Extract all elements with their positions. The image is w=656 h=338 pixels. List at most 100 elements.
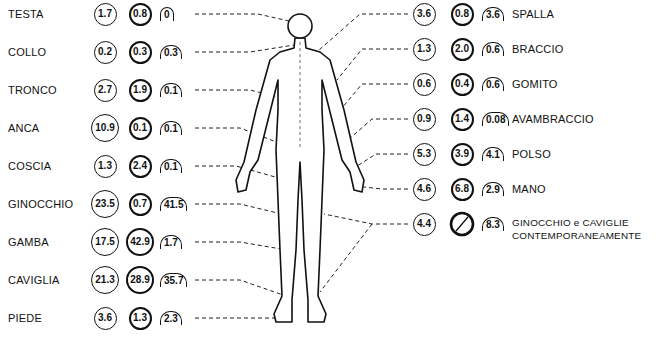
body-part-name: PIEDE	[8, 312, 42, 325]
body-part-name: COSCIA	[8, 160, 51, 173]
percent-value: 2.3	[160, 311, 182, 325]
bold-value-circle: 28.9	[126, 266, 154, 294]
value-circle: 0.6	[413, 73, 436, 96]
bold-value-circle: 2.0	[451, 38, 474, 61]
body-part-name: GINOCCHIO	[8, 198, 73, 211]
leader-line	[195, 318, 278, 319]
percent-value: 0.3	[160, 45, 182, 59]
bold-value-circle: 0.4	[451, 73, 474, 96]
body-part-name: TESTA	[8, 8, 44, 21]
value-number: 23.5	[95, 199, 114, 209]
value-number: 1.4	[455, 114, 469, 124]
leader-line	[324, 214, 408, 224]
value-circle: 23.5	[91, 190, 119, 218]
percent-value: 41.5	[160, 197, 187, 211]
value-circle: 0.2	[94, 41, 117, 64]
body-part-name: COLLO	[8, 46, 46, 59]
leader-line	[195, 128, 284, 145]
empty-circle	[451, 213, 473, 235]
value-number: 0.1	[133, 123, 147, 133]
leader-line	[195, 280, 286, 296]
value-number: 0.7	[133, 199, 147, 209]
value-number: 1.3	[98, 161, 112, 171]
value-circle: 1.3	[94, 155, 117, 178]
percent-value: 2.9	[482, 182, 504, 196]
leader-line	[348, 119, 408, 140]
percent-value: 35.7	[160, 273, 187, 287]
body-part-name: TRONCO	[8, 84, 57, 97]
value-number: 3.6	[98, 313, 112, 323]
head-outline	[288, 14, 312, 38]
value-number: 21.3	[95, 275, 114, 285]
leader-line	[364, 187, 408, 189]
percent-value: 4.1	[482, 147, 504, 161]
value-number: 1.3	[133, 313, 147, 323]
percent-value: 0.6	[482, 42, 504, 56]
value-number: 0.2	[98, 47, 112, 57]
percent-value: 0.1	[160, 83, 182, 97]
empty-value-symbol	[451, 213, 473, 235]
leader-line	[320, 224, 372, 292]
value-number: 0.6	[417, 79, 431, 89]
bold-value-circle: 1.3	[129, 307, 152, 330]
percent-value: 0.6	[482, 77, 504, 91]
body-part-name: CAVIGLIA	[8, 274, 60, 287]
value-number: 10.9	[95, 123, 114, 133]
value-circle: 3.6	[94, 307, 117, 330]
leader-line	[195, 204, 286, 215]
value-number: 42.9	[130, 237, 149, 247]
value-circle: 1.7	[94, 3, 117, 26]
value-number: 6.8	[455, 184, 469, 194]
bold-value-circle: 0.1	[129, 117, 152, 140]
bold-value-circle: 2.4	[129, 155, 152, 178]
body-part-name: GINOCCHIO e CAVIGLIE CONTEMPORANEAMENTE	[512, 216, 654, 242]
value-number: 0.3	[133, 47, 147, 57]
percent-value: 0	[160, 7, 174, 21]
value-circle: 1.3	[413, 38, 436, 61]
value-circle: 2.7	[94, 79, 117, 102]
slash	[456, 217, 468, 231]
value-circle: 5.3	[413, 143, 436, 166]
percent-value: 0.08	[482, 112, 509, 126]
value-number: 0.9	[417, 114, 431, 124]
bold-value-circle: 0.8	[451, 3, 474, 26]
body-part-name: MANO	[512, 183, 546, 196]
leader-line	[319, 14, 408, 50]
value-number: 3.9	[455, 149, 469, 159]
value-number: 4.4	[417, 219, 431, 229]
value-number: 1.9	[133, 85, 147, 95]
human-figure	[236, 14, 364, 322]
value-circle: 4.6	[413, 178, 436, 201]
leader-line	[195, 45, 294, 52]
bold-value-circle: 1.9	[129, 79, 152, 102]
leader-line	[195, 242, 287, 250]
value-number: 2.4	[133, 161, 147, 171]
value-circle: 21.3	[91, 266, 119, 294]
body-part-name: GOMITO	[512, 78, 558, 91]
percent-value: 0.1	[160, 159, 182, 173]
body-part-name: GAMBA	[8, 236, 49, 249]
body-part-name: AVAMBRACCIO	[512, 113, 594, 126]
leader-line	[195, 14, 289, 21]
leader-line	[342, 84, 408, 108]
bold-value-circle: 0.3	[129, 41, 152, 64]
bold-value-circle: 0.8	[129, 3, 152, 26]
body-part-name: SPALLA	[512, 8, 554, 21]
percent-value: 3.6	[482, 7, 504, 21]
value-number: 0.4	[455, 79, 469, 89]
body-part-name: ANCA	[8, 122, 39, 135]
body-outline	[236, 38, 364, 322]
leader-line	[337, 49, 408, 80]
bold-value-circle: 3.9	[451, 143, 474, 166]
value-circle: 3.6	[413, 3, 436, 26]
value-number: 0.8	[455, 9, 469, 19]
bold-value-circle: 6.8	[451, 178, 474, 201]
value-circle: 0.9	[413, 108, 436, 131]
percent-value: 0.1	[160, 121, 182, 135]
value-circle: 17.5	[91, 228, 119, 256]
value-circle: 10.9	[91, 114, 119, 142]
center-line	[300, 42, 301, 150]
value-number: 3.6	[417, 9, 431, 19]
percent-value: 1.7	[160, 235, 182, 249]
